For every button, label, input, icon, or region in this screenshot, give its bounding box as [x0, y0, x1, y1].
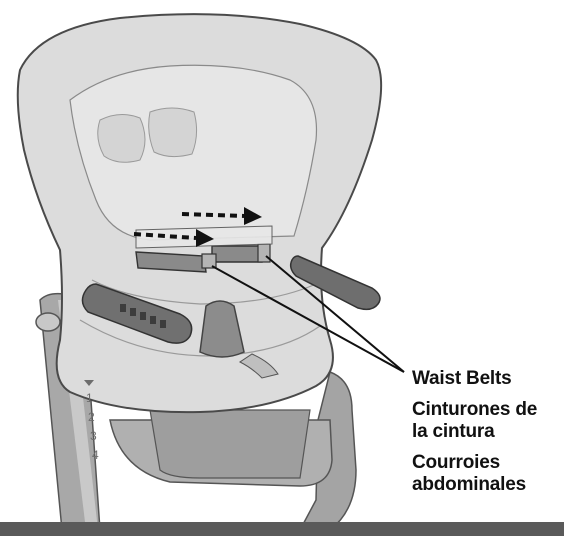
bottom-bar: [0, 522, 564, 536]
label-english: Waist Belts: [412, 368, 562, 390]
scale-number: 1: [86, 391, 93, 405]
scale-number: 2: [88, 410, 95, 424]
label-spanish: Cinturones de la cintura: [412, 399, 562, 443]
label-french: Courroies abdominales: [412, 452, 562, 496]
scale-number: 4: [92, 448, 99, 462]
scale-number: 3: [90, 429, 97, 443]
caption-labels: Waist Belts Cinturones de la cintura Cou…: [412, 368, 562, 505]
